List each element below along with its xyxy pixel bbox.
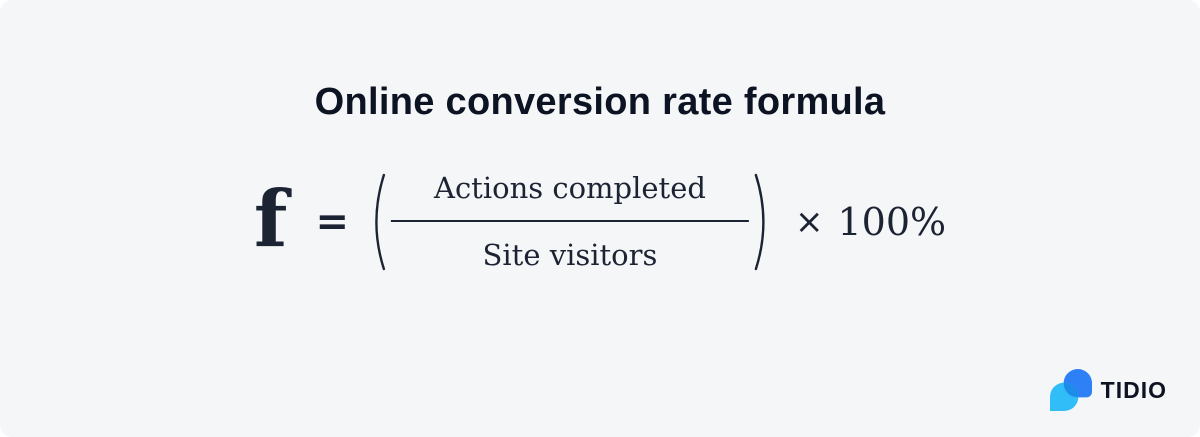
fraction-bar [390, 220, 749, 222]
fraction-denominator: Site visitors [482, 238, 658, 272]
open-paren-icon [375, 173, 386, 271]
tidio-logo: TIDIO [1049, 369, 1167, 411]
fraction: Actions completed Site visitors [390, 170, 749, 273]
conversion-rate-formula: f = Actions completed Site visitors × 10… [254, 142, 946, 302]
multiply-sign: × [794, 202, 824, 242]
close-paren-icon [754, 173, 765, 271]
formula-variable: f [253, 174, 288, 265]
fraction-numerator: Actions completed [434, 170, 706, 205]
page-title: Online conversion rate formula [314, 81, 886, 124]
multiplier-value: 100% [837, 200, 947, 244]
equals-sign: = [315, 199, 349, 245]
tidio-logo-icon [1049, 369, 1092, 411]
tidio-logo-text: TIDIO [1100, 376, 1167, 403]
